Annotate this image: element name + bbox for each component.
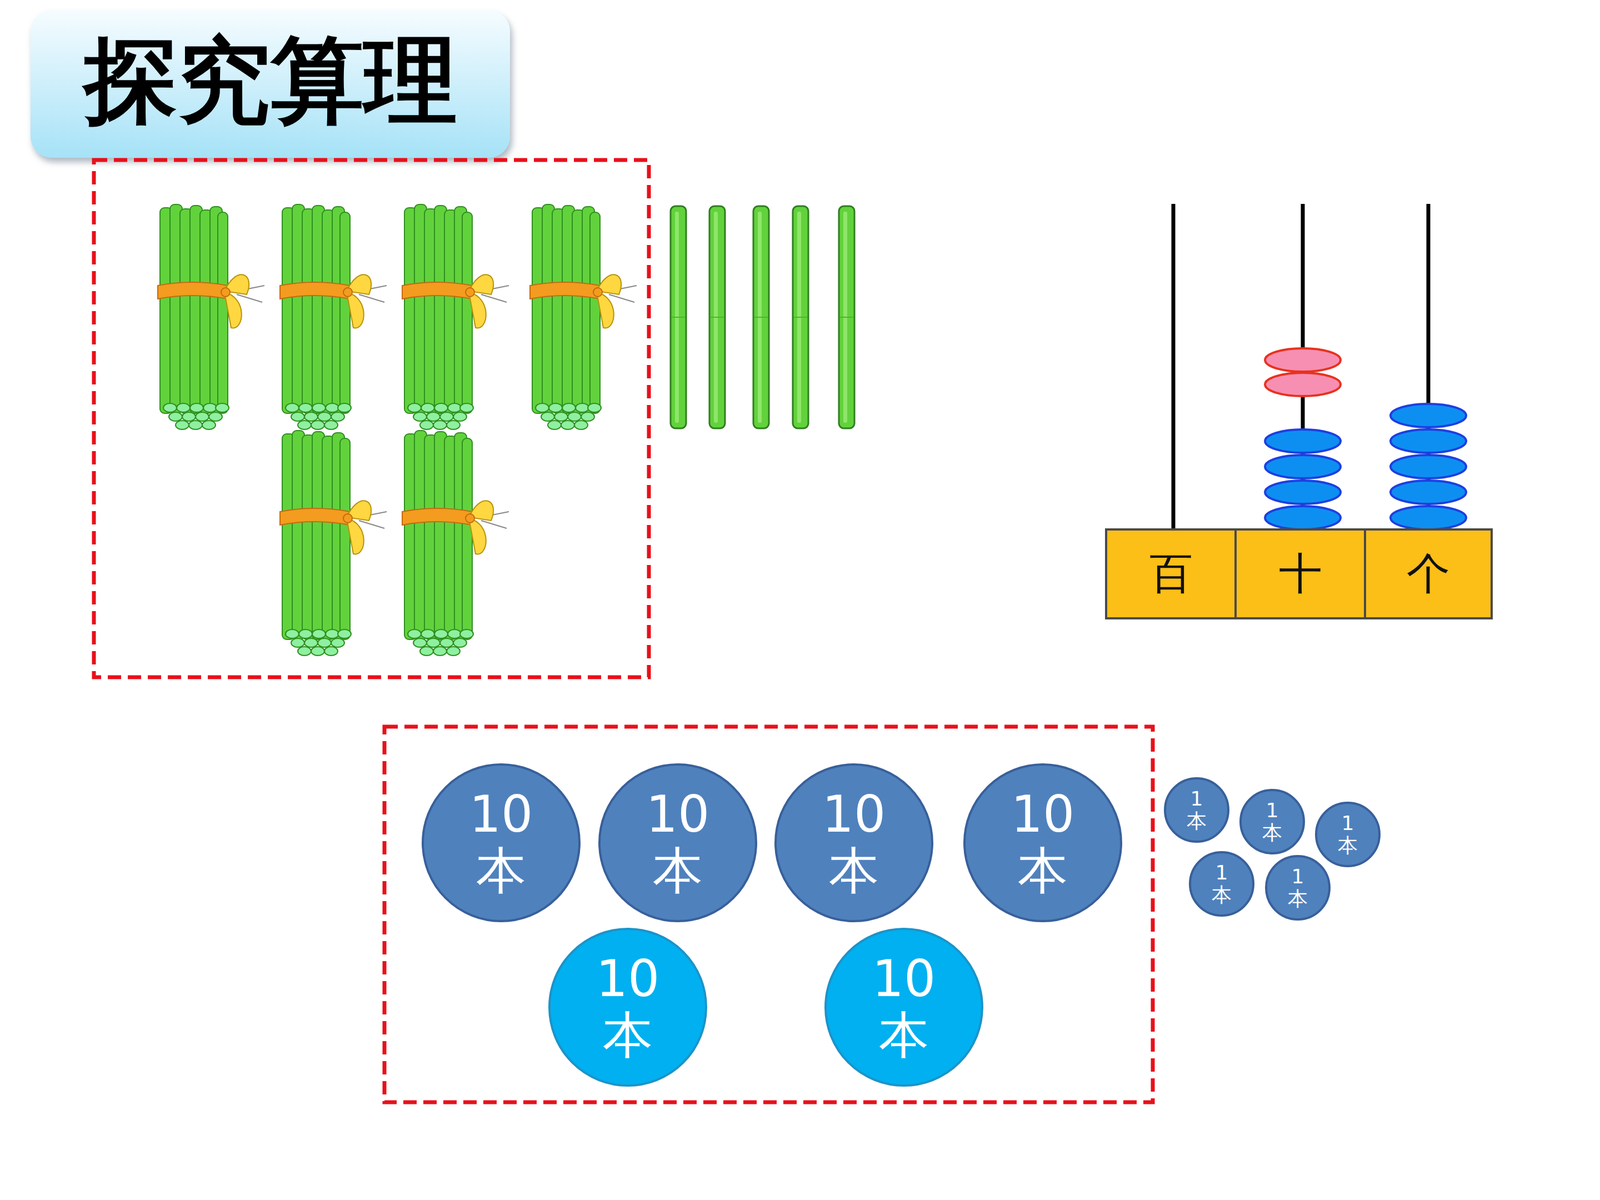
abacus-bead — [1390, 403, 1467, 428]
abacus-rod — [1171, 203, 1176, 530]
stick-bundle — [280, 204, 387, 430]
node-label: 10 本 — [462, 786, 540, 899]
node-label: 百 — [1107, 549, 1234, 598]
abacus-bead — [1390, 455, 1467, 479]
circle-shape — [775, 764, 933, 922]
circle-shape — [964, 764, 1122, 922]
circle-shape — [1190, 852, 1254, 916]
circle-shape — [599, 764, 757, 922]
single-stick — [838, 206, 855, 429]
ten-circle: 10 本 — [963, 763, 1123, 923]
stick-bundle — [402, 430, 509, 656]
node-label: 10 本 — [588, 951, 667, 1064]
abacus-bead — [1265, 348, 1341, 372]
abacus-bead — [1390, 506, 1467, 530]
abacus-bead — [1390, 429, 1467, 453]
ten-circle: 10 本 — [548, 927, 708, 1087]
ten-circle: 10 本 — [774, 763, 934, 923]
unit-circle: 1 本 — [1163, 777, 1230, 843]
title-text: 探究算理 — [30, 7, 510, 156]
abacus-bead — [1265, 506, 1341, 530]
abacus-bead — [1265, 455, 1341, 479]
ten-circle: 10 本 — [598, 763, 758, 923]
ten-circle: 10 本 — [421, 763, 581, 923]
stick-bundle — [157, 204, 265, 430]
single-stick — [670, 206, 687, 429]
ten-circle: 10 本 — [824, 927, 984, 1087]
single-stick — [792, 206, 809, 429]
unit-circle: 1 本 — [1188, 851, 1255, 917]
abacus-bead — [1265, 480, 1341, 504]
node-label: 个 — [1366, 549, 1490, 598]
node-label: 1 本 — [1335, 812, 1360, 858]
abacus — [1173, 203, 1467, 530]
single-stick — [753, 206, 769, 429]
abacus-bead — [1265, 372, 1341, 397]
circle-shape — [422, 764, 580, 922]
place-value-cell: 十 — [1234, 528, 1367, 620]
node-label: 10 本 — [865, 951, 943, 1064]
group-frame — [93, 160, 649, 678]
unit-circle: 1 本 — [1265, 855, 1331, 921]
place-value-cell: 百 — [1105, 528, 1237, 620]
stick-bundle — [280, 430, 387, 656]
circle-shape — [549, 928, 707, 1086]
node-label: 1 本 — [1184, 787, 1209, 833]
circle-shape — [1240, 790, 1304, 854]
unit-circle: 1 本 — [1239, 788, 1305, 855]
circle-shape — [825, 928, 983, 1086]
abacus-bead — [1265, 429, 1341, 453]
node-label: 十 — [1237, 549, 1364, 598]
node-label: 10 本 — [815, 786, 893, 899]
stick-bundle — [402, 204, 509, 430]
place-value-cell: 个 — [1363, 528, 1493, 620]
circle-shape — [1266, 856, 1330, 920]
node-label: 10 本 — [1003, 786, 1082, 899]
node-label: 1 本 — [1260, 799, 1285, 845]
stick-bundle — [530, 204, 637, 430]
single-stick — [709, 206, 725, 429]
unit-circle: 1 本 — [1315, 801, 1381, 868]
abacus-bead — [1390, 480, 1467, 504]
circle-shape — [1165, 778, 1229, 842]
circle-shape — [1316, 802, 1380, 867]
node-label: 1 本 — [1209, 861, 1234, 907]
node-label: 10 本 — [638, 786, 717, 899]
node-label: 1 本 — [1285, 865, 1310, 911]
group-frame — [384, 726, 1153, 1103]
